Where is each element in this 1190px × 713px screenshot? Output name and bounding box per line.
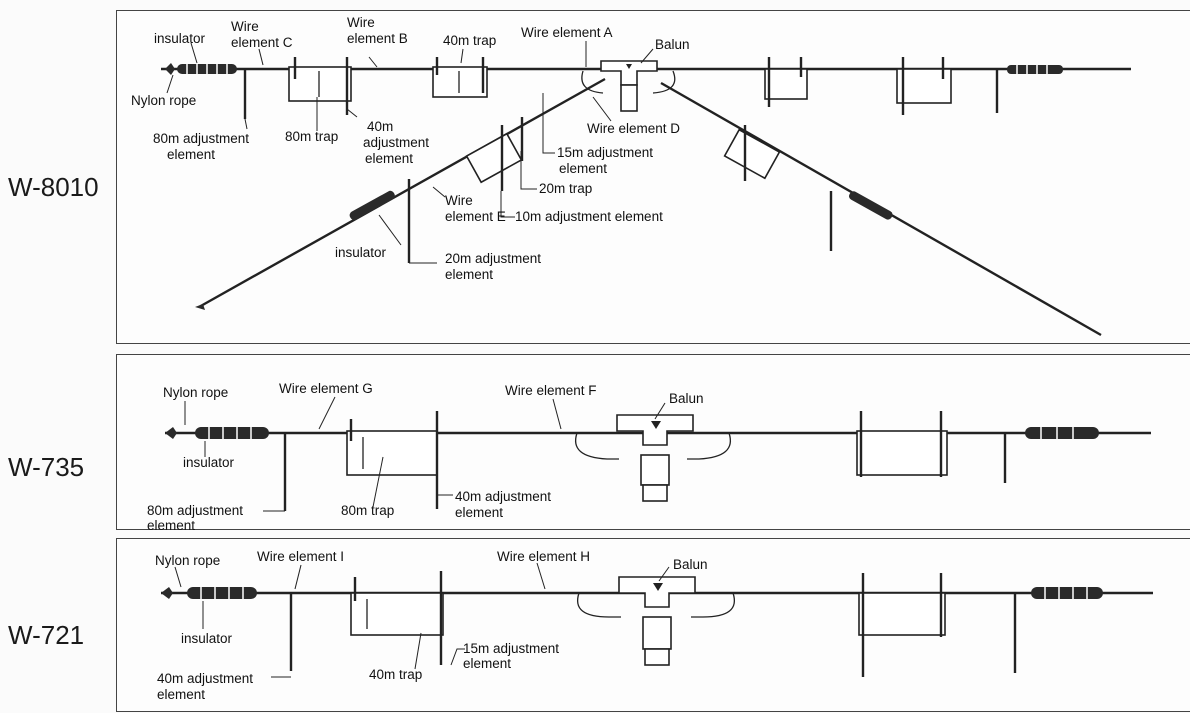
w735-balun [575,414,731,502]
w8010-label-80m-adjustment-2: element [167,147,215,162]
w721-right-insulator [1031,587,1103,599]
w8010-label-wire-b-2: element B [347,31,408,46]
w8010-40m-trap-left [432,57,488,98]
w8010-label-20m-adjustment-1: 20m adjustment [445,251,541,266]
w8010-panel: insulator Wire element C Wire element B … [116,10,1190,344]
w721-40m-trap-left [350,571,444,665]
w721-leader-lines [174,562,670,678]
w721-label-balun: Balun [673,557,708,572]
w721-label-wire-h: Wire element H [497,549,590,564]
model-label-w735: W-735 [8,452,85,482]
w8010-label-wire-e-1: Wire [445,193,473,208]
w735-diagram: Nylon rope Wire element G Wire element F… [147,381,1151,531]
w8010-label-wire-a: Wire element A [521,25,613,40]
w8010-label-80m-adjustment-1: 80m adjustment [153,131,249,146]
w721-balun [577,576,735,666]
w8010-leader-lines [166,41,654,264]
w8010-label-15m-adjustment-1: 15m adjustment [557,145,653,160]
w8010-label-80m-trap: 80m trap [285,129,338,144]
w8010-80m-trap-right [896,57,952,115]
w735-label-80m-adjustment-2: element [147,518,195,531]
w8010-left-insulator [165,63,237,75]
w8010-40m-trap-right [764,57,808,107]
w735-right-insulator [1025,427,1099,439]
w8010-80m-trap-left [288,57,352,115]
w735-label-40m-adjustment-1: 40m adjustment [455,489,551,504]
w8010-label-40m-adjustment-3: element [365,151,413,166]
w735-leader-lines [184,396,666,512]
w8010-label-40m-adjustment-1: 40m [367,119,393,134]
w735-80m-trap-right [856,411,948,477]
w8010-label-wire-b-1: Wire [347,15,375,30]
w735-panel: Nylon rope Wire element G Wire element F… [116,354,1190,531]
w721-label-40m-adjustment-1: 40m adjustment [157,671,253,686]
w735-label-80m-trap: 80m trap [341,503,394,518]
w8010-label-20m-adjustment-2: element [445,267,493,282]
w735-label-wire-f: Wire element F [505,383,597,398]
w735-left-insulator [165,427,269,439]
w735-label-nylon-rope: Nylon rope [163,385,228,400]
model-label-w8010: W-8010 [8,172,99,202]
w8010-diagram: insulator Wire element C Wire element B … [131,15,1131,337]
w8010-label-wire-e-2: element E [445,209,506,224]
w735-label-wire-g: Wire element G [279,381,373,396]
w8010-balun [581,60,676,112]
w8010-label-15m-adjustment-2: element [559,161,607,176]
w8010-label-10m-adjustment: 10m adjustment element [515,209,663,224]
w721-label-40m-adjustment-2: element [157,687,205,702]
w735-label-80m-adjustment-1: 80m adjustment [147,503,243,518]
w721-label-insulator: insulator [181,631,233,646]
w721-diagram: Nylon rope Wire element I Wire element H… [155,549,1153,702]
w8010-right-diagonal-wire [660,81,1102,337]
w8010-label-wire-d: Wire element D [587,121,680,136]
w721-label-nylon-rope: Nylon rope [155,553,220,568]
w721-left-insulator [161,587,257,599]
w735-label-40m-adjustment-2: element [455,505,503,520]
w721-panel: Nylon rope Wire element I Wire element H… [116,538,1190,712]
w735-label-balun: Balun [669,391,704,406]
w8010-label-20m-trap: 20m trap [539,181,592,196]
w8010-label-balun: Balun [655,37,690,52]
w721-label-15m-adjustment-2: element [463,656,511,671]
w8010-label-40m-adjustment-2: adjustment [363,135,429,150]
w8010-right-insulator [1007,65,1063,74]
w735-label-insulator: insulator [183,455,235,470]
w8010-label-wire-c-1: Wire [231,19,259,34]
w8010-left-diagonal-wire [195,77,606,310]
w8010-label-wire-c-2: element C [231,35,293,50]
w735-80m-trap-left [346,411,439,509]
w721-label-40m-trap: 40m trap [369,667,422,682]
w8010-label-40m-trap: 40m trap [443,33,496,48]
w8010-label-nylon-rope: Nylon rope [131,93,196,108]
w8010-label-insulator-top: insulator [154,31,206,46]
w721-40m-trap-right [858,573,946,677]
w8010-label-insulator-bottom: insulator [335,245,387,260]
model-label-w721: W-721 [8,620,85,650]
w721-label-wire-i: Wire element I [257,549,344,564]
w721-label-15m-adjustment-1: 15m adjustment [463,641,559,656]
